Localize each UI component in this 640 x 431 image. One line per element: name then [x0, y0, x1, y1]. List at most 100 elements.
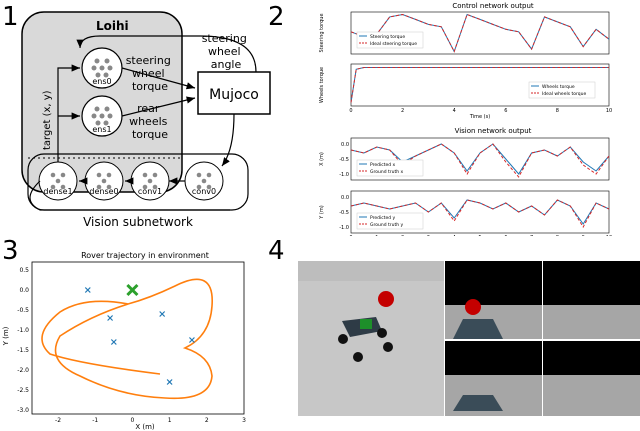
trajectory-plot: Rover trajectory in environment X (m) Y …	[2, 251, 246, 431]
series-line-3-1	[350, 199, 610, 229]
waypoint-marker-2	[107, 315, 114, 321]
waypoint-marker-4	[110, 339, 117, 345]
angle-label: steering wheel angle	[202, 32, 251, 71]
conv1-node: conv1	[130, 161, 170, 201]
control-title: Control network output	[452, 2, 534, 10]
ytick-2-1: -0.5	[339, 157, 349, 163]
target-ball-cam	[465, 299, 481, 315]
conv1-label: conv1	[138, 187, 162, 196]
ens0-label: ens0	[92, 77, 111, 86]
traj-xtick-1: -1	[92, 417, 98, 424]
trajectory-ylabel: Y (m)	[2, 326, 10, 346]
xtick-3-9: 9	[582, 235, 585, 236]
ytick-2-2: -1.0	[339, 172, 349, 178]
panel-number-1: 1	[2, 2, 19, 32]
traj-xtick-4: 2	[205, 417, 209, 424]
waypoint-marker-5	[189, 337, 195, 343]
trajectory-path	[41, 278, 213, 400]
waypoint-marker-1	[126, 283, 139, 297]
ens1-label: ens1	[92, 125, 111, 134]
target-ball-main	[378, 291, 394, 307]
loihi-label: Loihi	[96, 19, 129, 33]
diagram-arrows	[29, 35, 257, 211]
traj-ytick-7: -3.0	[17, 407, 29, 414]
xtick-1-3: 6	[504, 108, 507, 114]
xtick-3-2: 2	[401, 235, 404, 236]
xtick-1-1: 2	[401, 108, 404, 114]
vision-label: Vision subnetwork	[83, 215, 193, 229]
sim-main-view	[298, 261, 444, 416]
rover-model	[338, 317, 393, 362]
legend-entry-1-1: Ideal wheels torque	[542, 91, 586, 97]
legend-box-2	[356, 159, 424, 177]
vision-nodes: dense1 dense0 conv1 conv0	[38, 161, 224, 201]
dense1-node: dense1	[38, 161, 78, 201]
panel-number-3: 3	[2, 236, 19, 266]
xtick-3-3: 3	[427, 235, 430, 236]
target-label: target (x, y)	[42, 90, 53, 150]
conv0-label: conv0	[192, 187, 216, 196]
panel-number-2: 2	[268, 2, 285, 32]
legend-entry-3-0: Predicted y	[370, 215, 396, 221]
traj-xtick-2: 0	[131, 417, 135, 424]
ytick-3-2: -1.0	[339, 225, 349, 231]
series-line-0-1	[350, 13, 610, 53]
series-line-2-1	[350, 143, 610, 178]
xtick-3-5: 5	[478, 235, 481, 236]
xtick-3-4: 4	[453, 235, 456, 236]
simulation-views	[298, 261, 640, 416]
waypoint-marker-3	[159, 311, 166, 317]
network-output-plots: Control network output Vision network ou…	[319, 2, 612, 236]
chart-ylabel-3: Y (m)	[319, 205, 325, 219]
mujoco-box	[197, 71, 271, 115]
trajectory-axes	[31, 261, 245, 415]
xtick-3-6: 6	[504, 235, 507, 236]
traj-ytick-4: -1.5	[17, 347, 29, 354]
chart-ylabel-0: Steering torque	[319, 13, 325, 52]
trajectory-xlabel: X (m)	[135, 423, 155, 431]
xtick-3-0: 0	[349, 235, 352, 236]
xtick-3-7: 7	[530, 235, 533, 236]
traj-ytick-1: 0.0	[19, 287, 29, 294]
traj-xtick-0: -2	[55, 417, 61, 424]
legend-entry-0-1: Ideal steering torque	[370, 41, 417, 47]
ytick-3-1: -0.5	[339, 210, 349, 216]
chart-ylabel-1: Wheels torque	[319, 67, 325, 103]
ens0-node: ens0	[81, 47, 123, 89]
traj-xtick-5: 3	[242, 417, 246, 424]
steer-label: steering wheel torque	[126, 54, 175, 93]
xtick-1-0: 0	[349, 108, 352, 114]
traj-ytick-5: -2.0	[17, 367, 29, 374]
xtick-3-10: 10	[606, 235, 612, 236]
legend-entry-2-0: Predicted x	[370, 162, 396, 168]
xtick-1-5: 10	[606, 108, 612, 114]
legend-box-1	[528, 81, 596, 99]
ens1-node: ens1	[81, 95, 123, 137]
dense1-label: dense1	[43, 187, 72, 196]
conv0-node: conv0	[184, 161, 224, 201]
traj-ytick-0: 0.5	[19, 267, 29, 274]
legend-entry-0-0: Steering torque	[370, 34, 405, 40]
xtick-1-4: 8	[556, 108, 559, 114]
xtick-3-1: 1	[375, 235, 378, 236]
xtick-1-2: 4	[453, 108, 456, 114]
xlabel-1: Time (s)	[469, 114, 490, 120]
legend-box-0	[356, 31, 424, 49]
traj-ytick-3: -1.0	[17, 327, 29, 334]
trajectory-title: Rover trajectory in environment	[81, 251, 209, 260]
traj-xtick-3: 1	[168, 417, 172, 424]
dense0-node: dense0	[84, 161, 124, 201]
series-line-1-1	[350, 67, 609, 103]
vision-title: Vision network output	[455, 127, 532, 135]
legend-entry-1-0: Wheels torque	[542, 84, 575, 90]
ytick-3-0: 0.0	[341, 195, 349, 201]
chart-ylabel-2: X (m)	[319, 152, 325, 166]
xtick-3-8: 8	[556, 235, 559, 236]
traj-ytick-2: -0.5	[17, 307, 29, 314]
legend-entry-2-1: Ground truth x	[370, 169, 403, 175]
waypoint-marker-6	[166, 379, 173, 385]
mujoco-label: Mujoco	[209, 87, 259, 103]
waypoint-marker-0	[84, 287, 91, 293]
legend-entry-3-1: Ground truth y	[370, 222, 403, 228]
traj-ytick-6: -2.5	[17, 387, 29, 394]
